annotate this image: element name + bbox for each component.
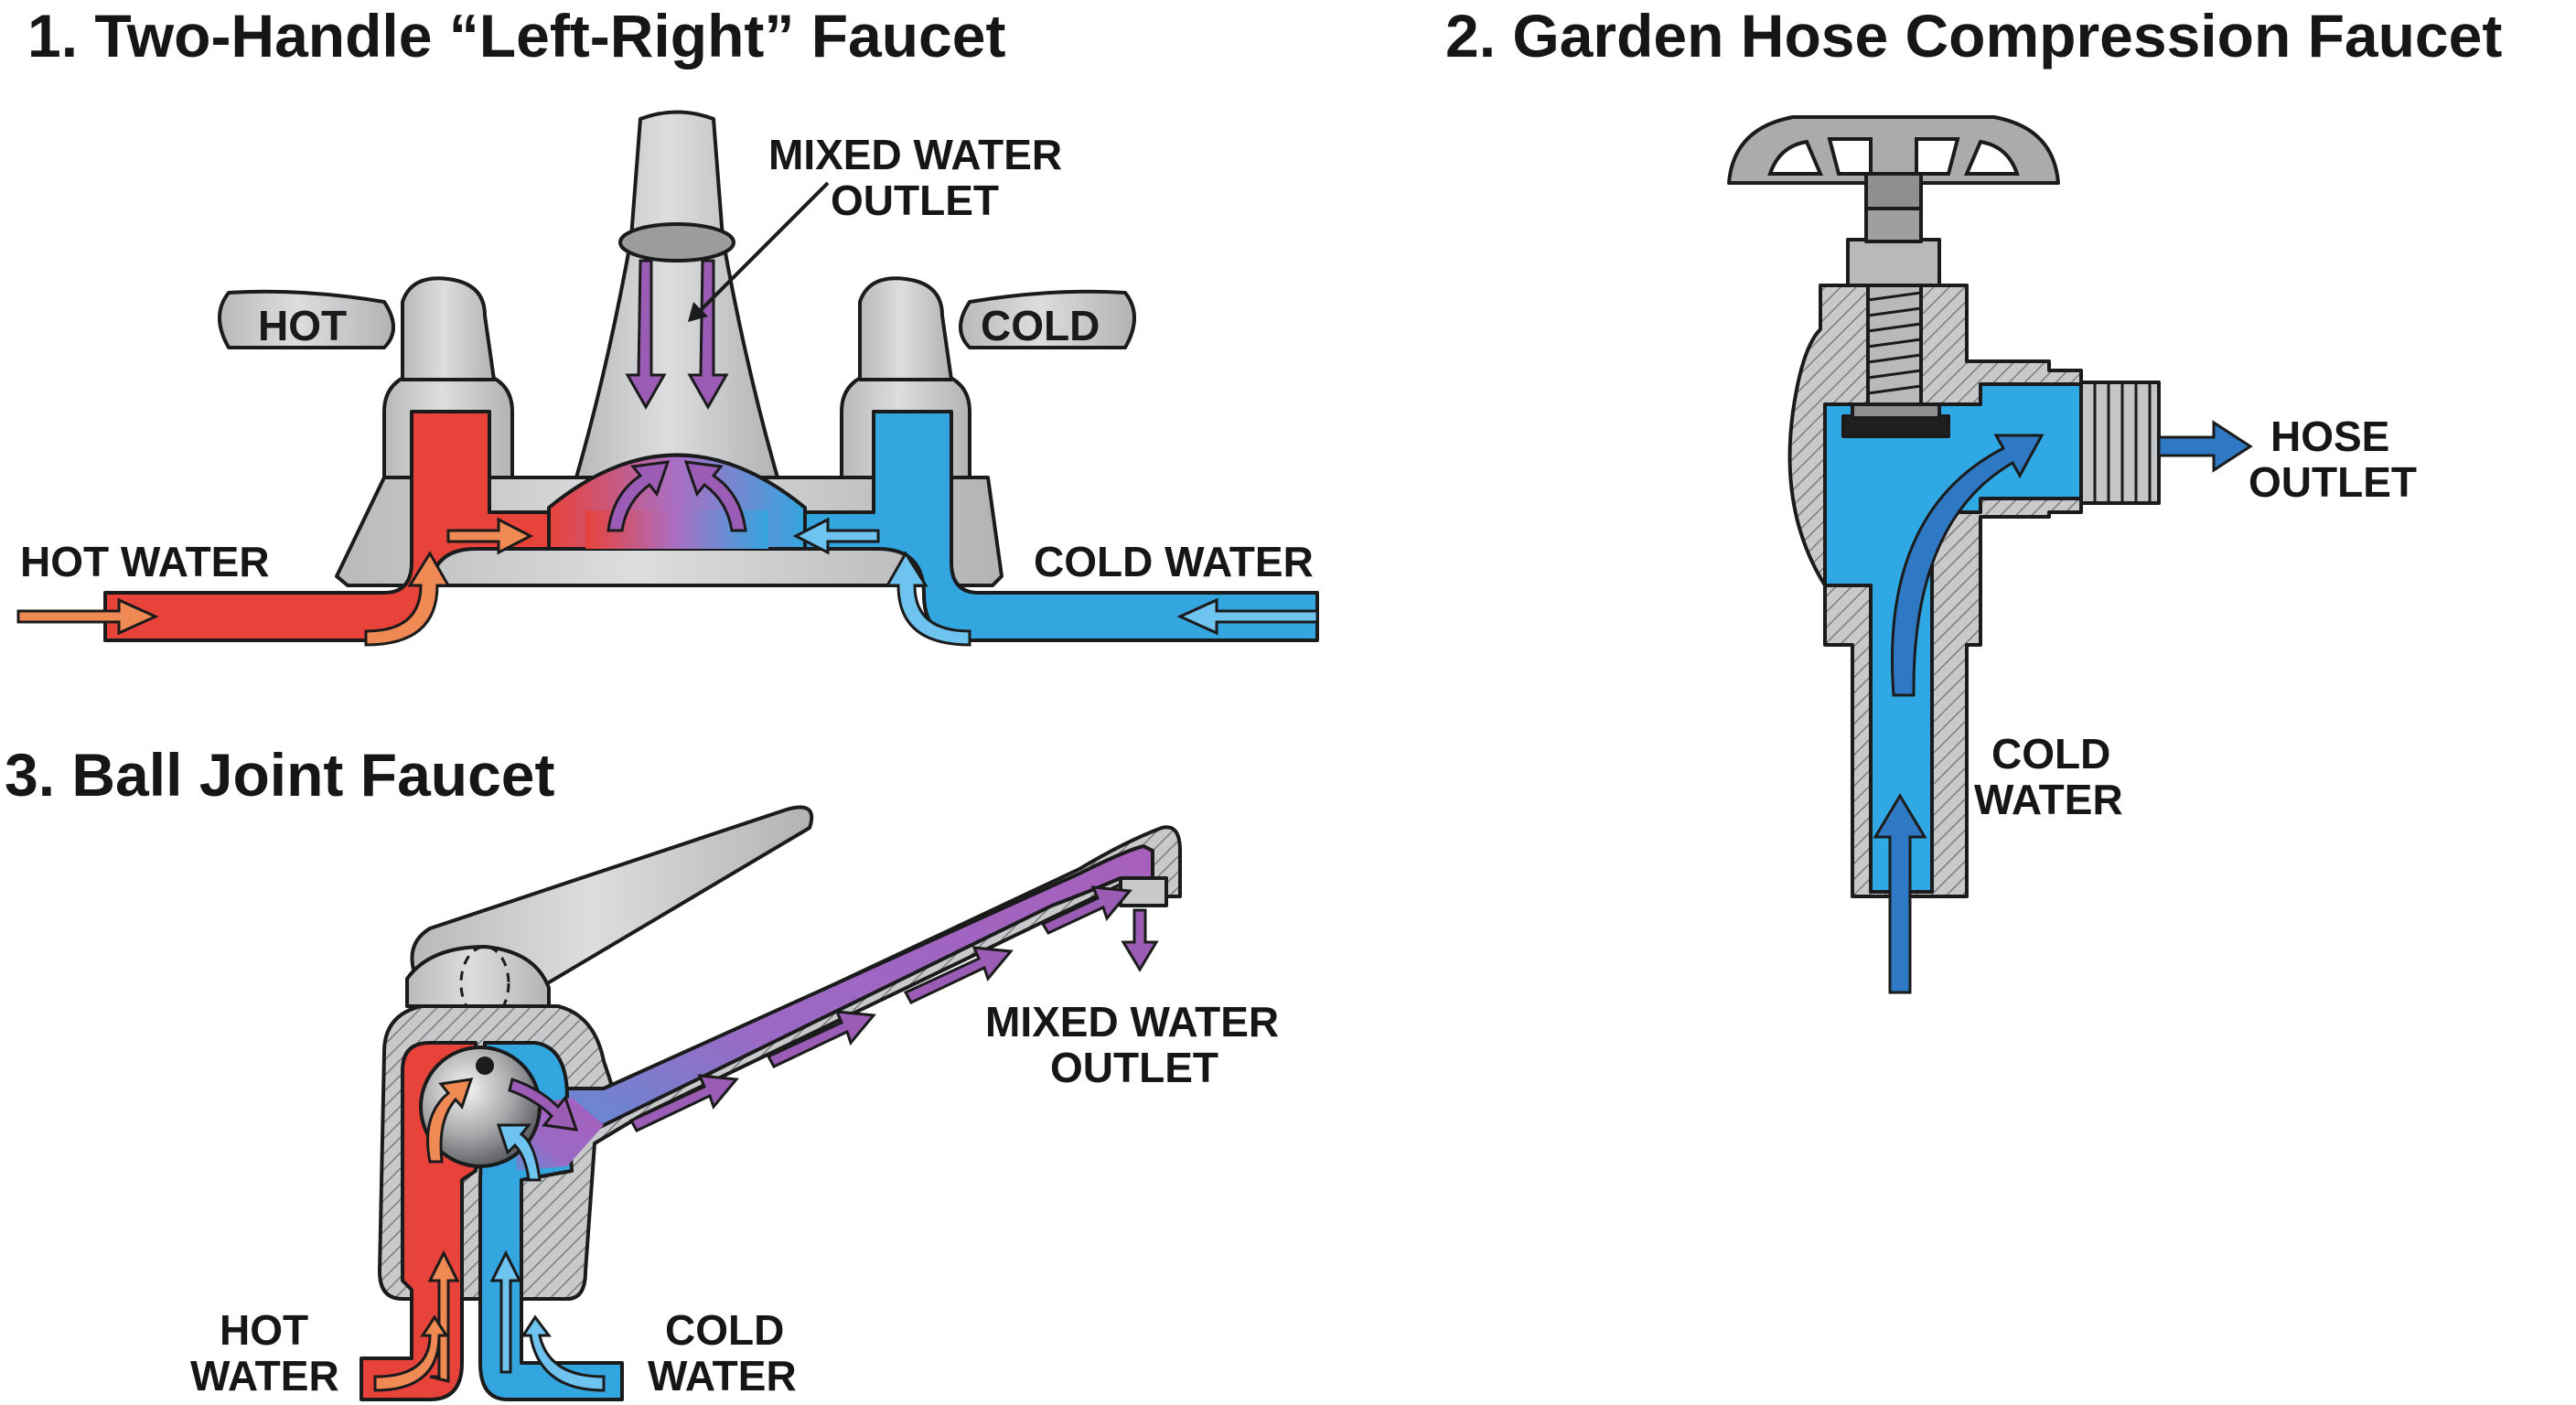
two-handle-faucet: HOT COLD MIXED WATER OUTLET HOT WATE [16,110,1319,647]
cold-water-inlet-label: COLD WATER [1034,538,1314,585]
ball-body-housing [378,825,1182,1301]
hose-outlet-label-line1: HOSE [2270,413,2389,460]
ball-cold-water-label-line1: COLD [665,1306,784,1354]
hot-handle-lever [218,289,395,349]
garden-flow-arrows [1873,420,2253,994]
hose-outlet-label-line2: OUTLET [2249,458,2417,506]
garden-cold-water-label-line1: COLD [1991,730,2110,778]
ball-mixed-outlet-label-line2: OUTLET [1050,1044,1218,1091]
cold-handle-lever [959,289,1136,349]
outlet-leader-line [693,181,830,317]
garden-water-channel [1823,382,2083,894]
ball-flow-arrows-cold [489,1123,606,1392]
mixed-outlet-label-line2: OUTLET [831,177,999,224]
mixed-outlet-label-line1: MIXED WATER [768,131,1062,178]
ball-hot-water-label-line1: HOT [220,1306,308,1354]
ball-mixed-outlet-label-line1: MIXED WATER [985,998,1279,1046]
ball-cold-water-label-line2: WATER [648,1352,797,1400]
hose-threads [2079,381,2161,505]
hot-water-inlet-label: HOT WATER [20,538,270,585]
garden-cold-water-label-line2: WATER [1974,776,2123,823]
hot-handle-stem [401,276,496,381]
ball-flow-arrows-mixed [508,885,1159,1132]
panel1-title: 1. Two-Handle “Left-Right” Faucet [27,2,1005,70]
hot-handle-label: HOT [258,302,347,349]
flow-arrows-hot [16,517,534,647]
garden-hose-faucet: HOSE OUTLET COLD WATER [1727,115,2417,994]
cold-handle-stem [858,276,953,381]
ball-flow-arrows-hot [373,1078,474,1392]
faucet-spout [574,110,779,479]
panel2-title: 2. Garden Hose Compression Faucet [1445,2,2502,70]
packing-nut [1846,238,1941,287]
panel3-title: 3. Ball Joint Faucet [5,741,554,809]
ball-hot-water-label-line2: WATER [190,1352,339,1400]
flow-arrows-cold [792,517,1319,647]
spout-aerator [618,222,735,263]
cold-handle-label: COLD [981,302,1100,349]
ball-joint-faucet: MIXED WATER OUTLET HOT WATER COLD WATER [190,805,1279,1401]
flow-arrows-mixed [606,259,747,532]
